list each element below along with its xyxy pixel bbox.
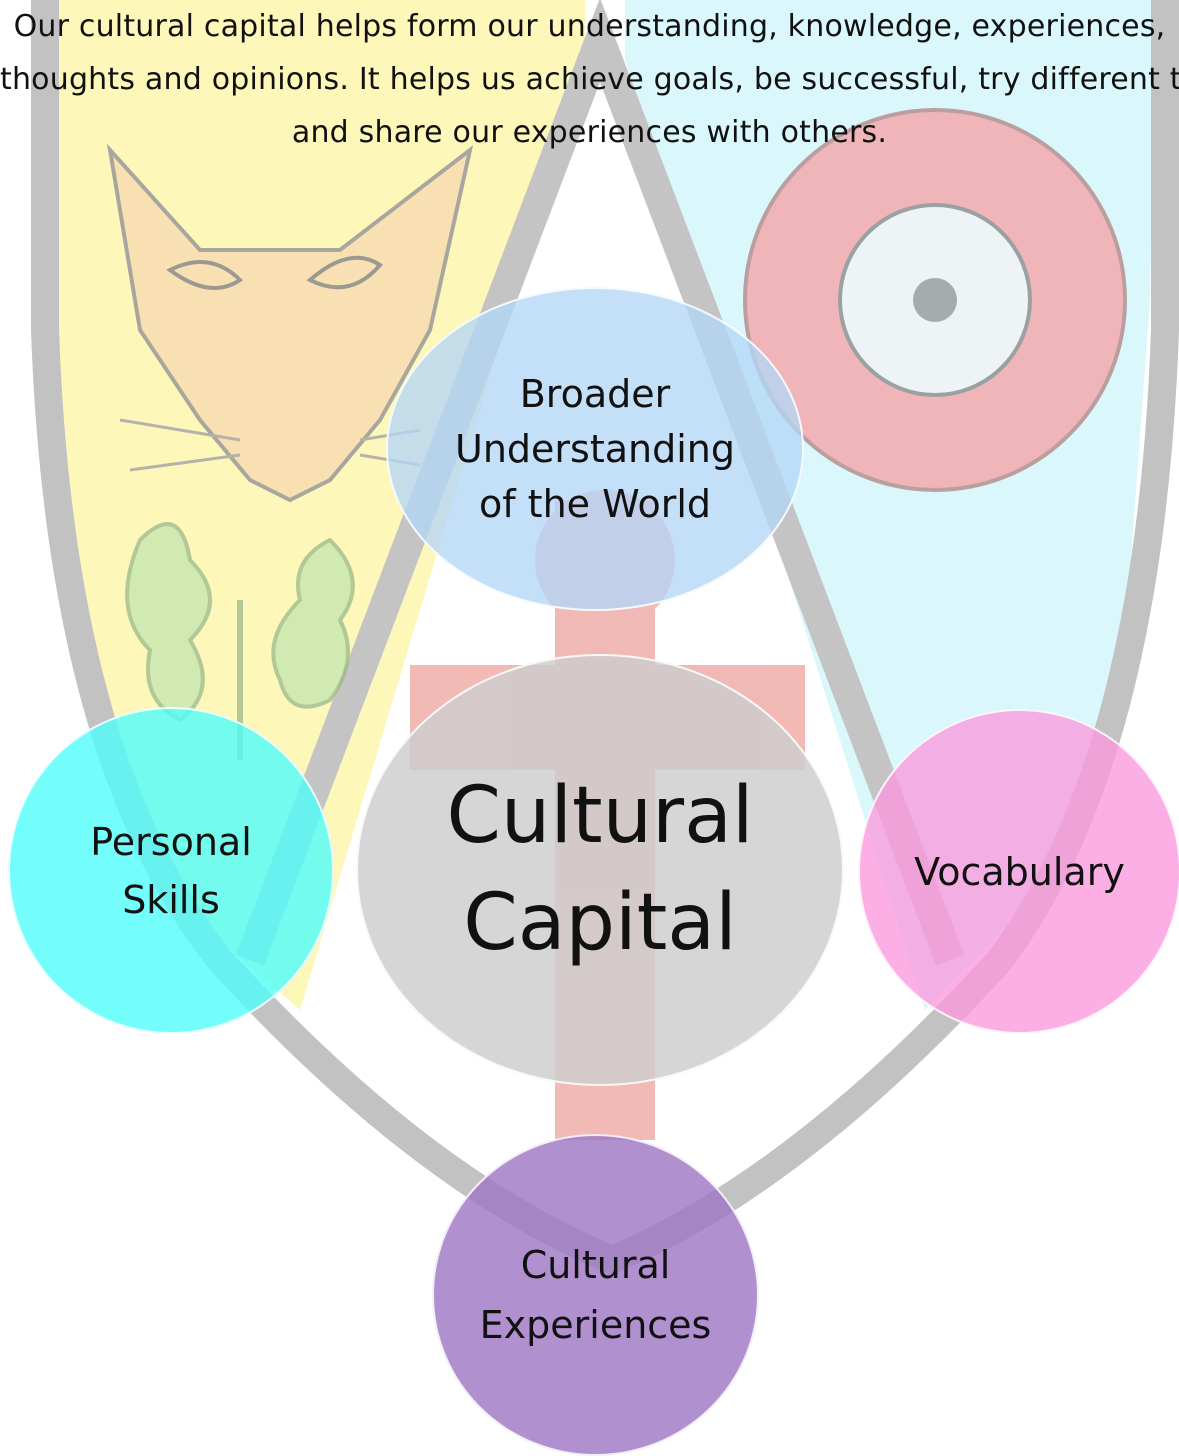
intro-line: Our cultural capital helps form our unde… [13,9,1166,44]
crest-fox [106,143,474,503]
node-cultural-experiences: Cultural Experiences [432,1134,759,1456]
intro-line: thoughts and opinions. It helps us achie… [0,62,1179,97]
intro-paragraph: Our cultural capital helps form our unde… [0,0,1179,159]
node-label-line: Understanding [455,426,735,471]
node-label-line: Cultural [520,1243,671,1287]
intro-line: and share our experiences with others. [291,115,888,150]
crest-rose [743,108,1127,492]
node-label-line: Capital [463,878,737,968]
node-label-line: of the World [478,481,712,526]
node-label: Broader Understanding of the World [455,367,735,532]
node-label-line: Experiences [479,1303,712,1347]
node-label: Cultural Capital [446,763,753,977]
node-label: Cultural Experiences [480,1235,712,1355]
node-label-line: Broader [519,371,671,416]
node-label-line: Skills [122,877,220,922]
node-label: Vocabulary [914,843,1125,901]
crest-chevron [235,0,965,966]
node-cultural-capital: Cultural Capital [356,654,844,1086]
node-label: Personal Skills [90,813,252,929]
node-broader-understanding: Broader Understanding of the World [386,287,804,611]
node-label-line: Cultural [446,771,754,861]
node-personal-skills: Personal Skills [8,707,334,1034]
node-label-line: Vocabulary [914,849,1125,894]
node-label-line: Personal [90,819,252,864]
node-vocabulary: Vocabulary [858,709,1179,1034]
